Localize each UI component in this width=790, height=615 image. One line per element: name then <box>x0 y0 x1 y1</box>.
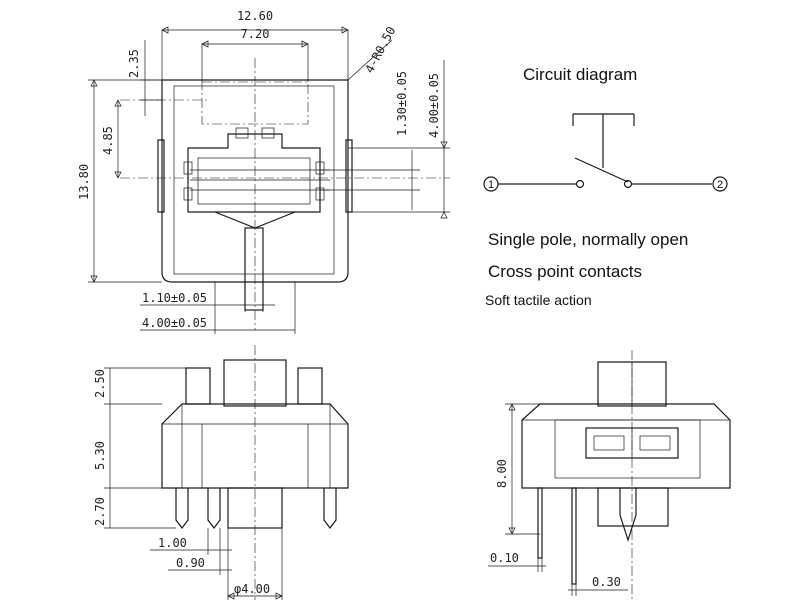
dim-height-overall: 13.80 <box>77 164 91 200</box>
right-tab <box>345 139 353 213</box>
dim-pin-width: 1.00 <box>158 536 187 550</box>
contact-block <box>187 133 321 213</box>
dim-body-height: 5.30 <box>93 441 107 470</box>
dim-stem-height: 2.50 <box>93 369 107 398</box>
front-pin-3 <box>323 488 337 529</box>
side-window <box>554 419 701 479</box>
side-body <box>521 403 731 489</box>
dim-pin-spacing-v: 4.00±0.05 <box>427 73 441 138</box>
top-view: 12.60 7.20 4-R0.50 2.35 4.85 13.80 1.30±… <box>77 9 450 334</box>
terminal-1-icon <box>483 176 499 192</box>
dim-pin-horizontal: 1.10±0.05 <box>142 291 207 305</box>
dim-width-overall: 12.60 <box>237 9 273 23</box>
contact-lug-r1 <box>315 161 325 175</box>
side-pin-thin <box>537 487 543 559</box>
contact-lug-l2 <box>183 187 193 201</box>
dim-pin-vertical: 1.30±0.05 <box>395 71 409 136</box>
dim-corner-radius: 4-R0.50 <box>362 24 398 75</box>
circuit-desc-action: Soft tactile action <box>485 292 592 308</box>
circuit-desc-contacts: Cross point contacts <box>488 262 642 281</box>
circuit-title: Circuit diagram <box>523 65 637 84</box>
dim-pin-spacing-h: 4.00±0.05 <box>142 316 207 330</box>
side-pin-long <box>571 487 577 585</box>
dim-width-inner: 7.20 <box>241 27 270 41</box>
side-post <box>597 487 669 527</box>
dim-stem-dia: φ4.00 <box>234 582 270 596</box>
dim-pin-length: 2.70 <box>93 497 107 526</box>
left-tab <box>157 139 165 213</box>
stem-outline <box>201 81 309 125</box>
dim-pin-gap: 0.90 <box>176 556 205 570</box>
contact-lug-l1 <box>183 161 193 175</box>
contact-inner <box>197 157 311 205</box>
side-view: 8.00 0.10 0.30 <box>488 350 731 600</box>
circuit-desc-pole: Single pole, normally open <box>488 230 688 249</box>
front-pin-1 <box>175 488 189 529</box>
top-view-inner-frame <box>173 85 335 275</box>
pin-lead <box>244 227 264 311</box>
side-pin-v <box>619 488 637 542</box>
dim-top-offset: 2.35 <box>127 49 141 78</box>
terminal-2-icon <box>712 176 728 192</box>
stem-left <box>185 367 211 405</box>
dim-side-pin-width: 0.30 <box>592 575 621 589</box>
terminal-2-label: 2 <box>717 179 723 191</box>
top-view-body-outline <box>161 79 349 283</box>
circuit-diagram: Circuit diagram 1 2 Single pole, normall… <box>483 65 728 308</box>
dim-pin-thickness: 0.10 <box>490 551 519 565</box>
terminal-1-label: 1 <box>488 179 494 191</box>
stem-right <box>297 367 323 405</box>
dim-side-height: 8.00 <box>495 459 509 488</box>
front-pin-2 <box>207 488 221 529</box>
front-view: 2.50 5.30 2.70 1.00 0.90 φ4.00 <box>93 345 349 600</box>
contact-notch-right <box>261 127 275 139</box>
contact-notch-left <box>235 127 249 139</box>
dim-center-offset: 4.85 <box>101 126 115 155</box>
contact-lug-r2 <box>315 187 325 201</box>
